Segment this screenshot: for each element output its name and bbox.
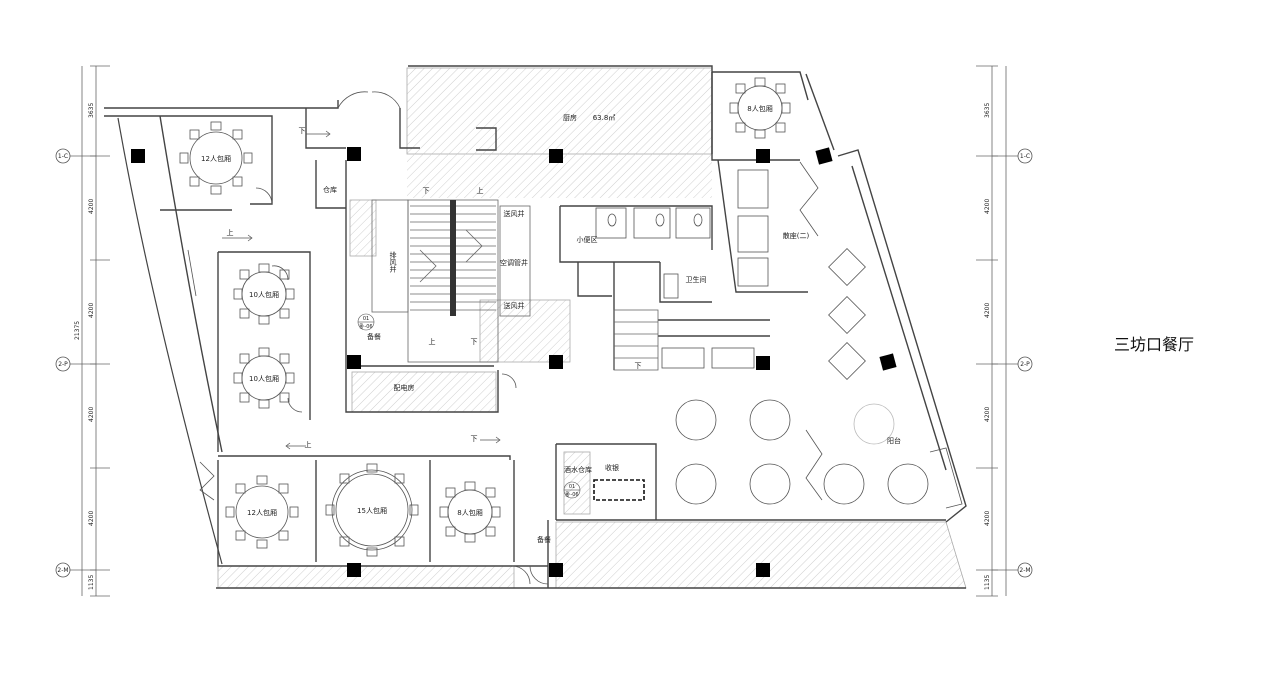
cashier-counter: [593, 479, 645, 501]
label-urinal: 小便区: [577, 235, 598, 244]
label-pr12-top: 12人包厢: [201, 154, 231, 163]
down-2: 下: [423, 187, 430, 195]
stair-arrows: [222, 130, 501, 450]
label-ac-shaft: 空调管井: [500, 258, 528, 267]
label-pantry-b: 备餐: [537, 535, 551, 544]
axis-labels: 1-C 2-P 2-M 1-C 2-P 2-M: [57, 153, 1030, 574]
dimension-left: [70, 65, 110, 597]
dim-left-6: 1135: [88, 575, 95, 590]
up-4: 上: [305, 440, 312, 449]
dim-right-3: 4200: [984, 303, 991, 318]
label-pr15: 15人包厢: [357, 506, 387, 515]
label-pr8-top: 8人包厢: [747, 104, 772, 113]
dim-right-4: 4200: [984, 407, 991, 422]
dim-right-5: 4200: [984, 511, 991, 526]
down-5: 下: [471, 435, 478, 443]
axis-right-mid: 2-P: [1020, 361, 1030, 368]
equip-tag-a2: 卧-06: [359, 323, 372, 330]
axis-bubbles: [55, 148, 1033, 578]
label-supply-shaft-a: 送风井: [504, 209, 525, 218]
equipment-tags: 01 卧-06 01 卧-06: [357, 313, 581, 499]
label-power-room: 配电房: [394, 383, 415, 392]
label-pr8-bottom: 8人包厢: [457, 508, 482, 517]
stair-right: [613, 309, 659, 371]
dimension-right: [976, 65, 1018, 597]
hall-tables: [661, 169, 929, 505]
axis-right-top: 1-C: [1020, 153, 1030, 160]
down-1: 下: [299, 127, 306, 135]
label-pr12-bottom: 12人包厢: [247, 508, 277, 517]
label-pr10-a: 10人包厢: [249, 290, 279, 299]
label-kitchen-area: 63.8㎡: [593, 114, 616, 122]
label-pr10-b: 10人包厢: [249, 374, 279, 383]
balcony-rail: [187, 249, 963, 509]
dim-right-2: 4200: [984, 199, 991, 214]
tables: [179, 77, 791, 557]
dim-right-1: 3635: [984, 103, 991, 118]
doors: [199, 91, 823, 585]
dim-left-4: 4200: [88, 407, 95, 422]
label-exhaust-shaft: 排风井: [389, 251, 397, 274]
down-3: 下: [471, 338, 478, 346]
label-storage: 仓库: [323, 185, 337, 194]
dim-left-1: 3635: [88, 103, 95, 118]
axis-right-bot: 2-M: [1019, 567, 1030, 574]
label-wine-store: 酒水仓库: [564, 465, 592, 474]
label-loose-seats: 散座(二): [783, 231, 810, 240]
label-pantry-a: 备餐: [367, 332, 381, 341]
stair-main: [371, 199, 531, 363]
axis-left-top: 1-C: [58, 153, 68, 160]
label-kitchen: 厨房: [563, 113, 577, 122]
label-cashier: 收银: [605, 463, 619, 472]
dimension-text: 3635 4200 4200 4200 4200 1135 21375 3635…: [74, 103, 991, 590]
equip-tag-a: 01: [363, 316, 369, 322]
dim-left-2: 4200: [88, 199, 95, 214]
page-title: 三坊口餐厅: [1114, 335, 1195, 354]
label-toilet: 卫生间: [686, 275, 707, 284]
dim-left-3: 4200: [88, 303, 95, 318]
label-balcony: 阳台: [887, 436, 901, 445]
dim-right-6: 1135: [984, 575, 991, 590]
columns: [131, 147, 897, 577]
equip-tag-b2: 卧-06: [565, 491, 578, 498]
label-supply-shaft-b: 送风井: [504, 301, 525, 310]
down-4: 下: [635, 362, 642, 370]
axis-left-bot: 2-M: [57, 567, 68, 574]
axis-left-mid: 2-P: [58, 361, 68, 368]
toilets: [595, 207, 711, 299]
up-1: 上: [477, 186, 484, 195]
dim-left-5: 4200: [88, 511, 95, 526]
room-labels: 厨房 63.8㎡ 8人包厢 12人包厢 10人包厢 10人包厢 12人包厢 15…: [201, 104, 901, 544]
stair-labels: 下 下 上 上 上 下 下 上 下: [227, 127, 642, 449]
dim-left-total: 21375: [74, 321, 81, 340]
hatched-areas: [217, 67, 967, 589]
up-3: 上: [429, 337, 436, 346]
up-2: 上: [227, 228, 234, 237]
equip-tag-b: 01: [569, 484, 575, 490]
